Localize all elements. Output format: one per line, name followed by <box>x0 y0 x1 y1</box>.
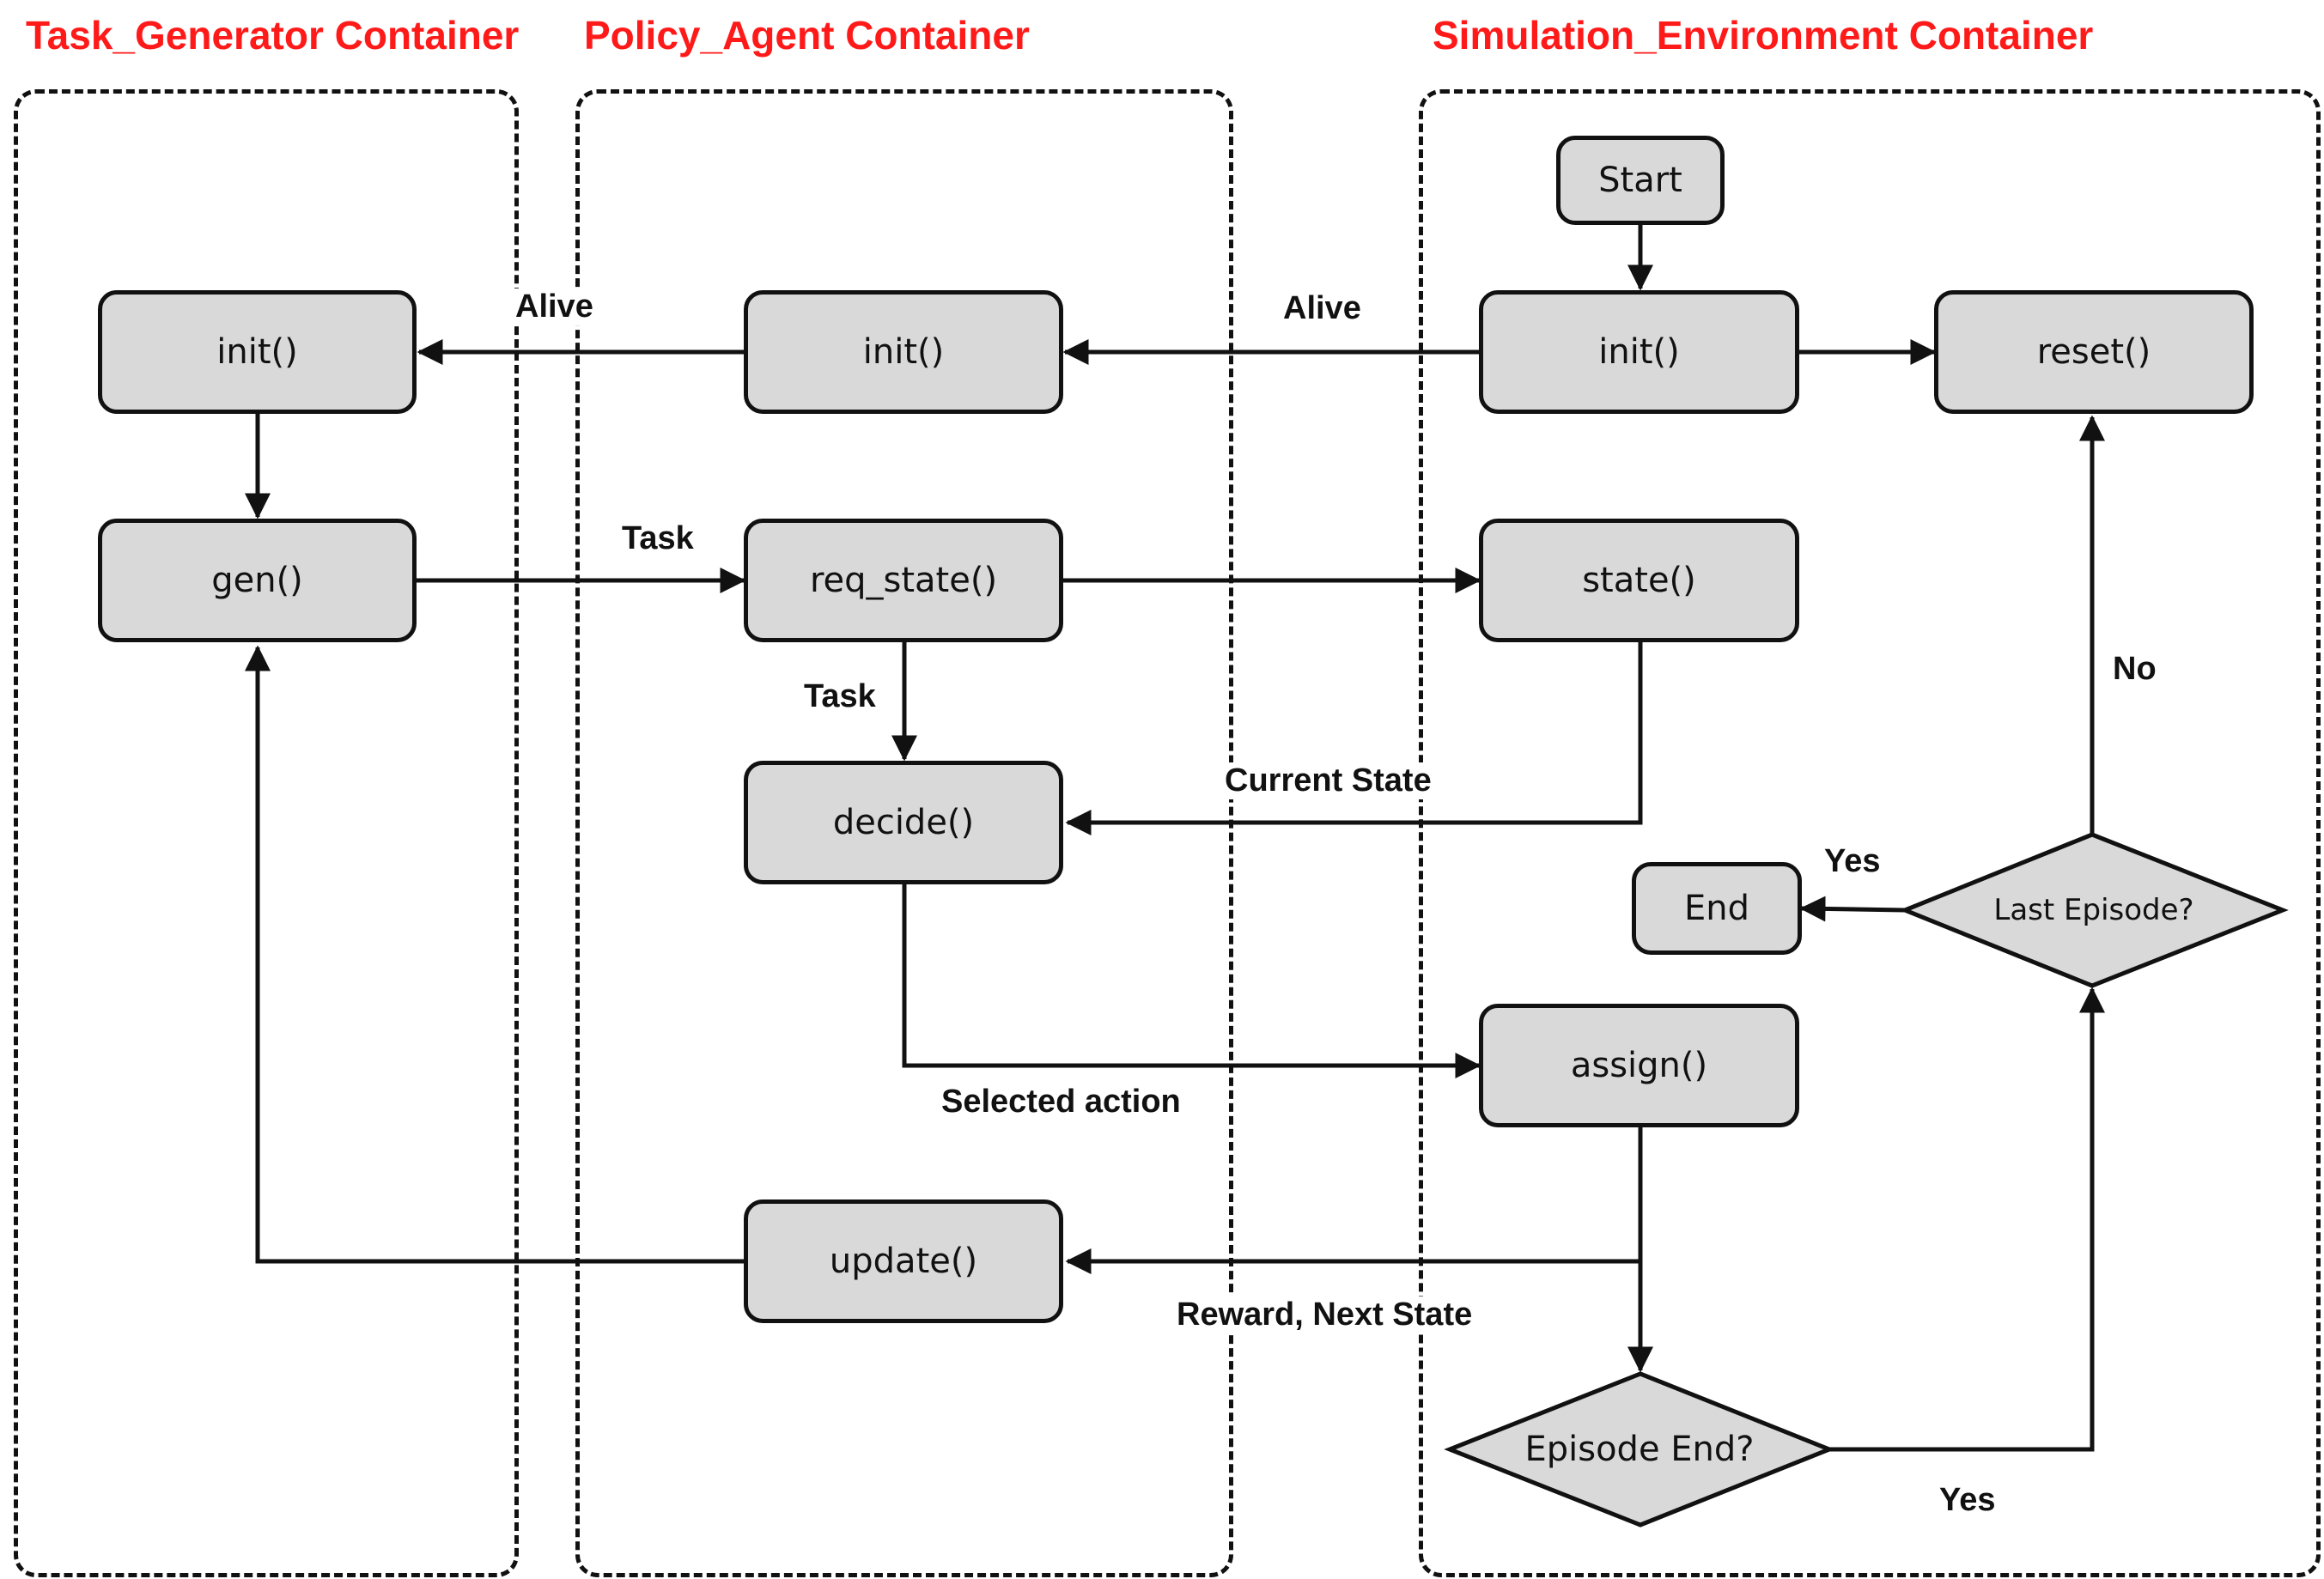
se-reset-node: reset() <box>1934 290 2254 414</box>
se-start-node: Start <box>1556 136 1725 225</box>
last-episode-diamond <box>1899 832 2289 988</box>
se-init-node: init() <box>1479 290 1799 414</box>
pa-init-node: init() <box>744 290 1063 414</box>
policy-agent-container <box>575 89 1233 1577</box>
pa-req-state-node: req_state() <box>744 519 1063 642</box>
edge-label-yes-2: Yes <box>1936 1482 1999 1519</box>
edge-label-alive-2: Alive <box>1280 290 1365 327</box>
edge-decide-to-assign <box>902 884 1481 1078</box>
pa-decide-node: decide() <box>744 761 1063 884</box>
edge-label-selected-action: Selected action <box>938 1084 1184 1120</box>
edge-label-alive-1: Alive <box>512 288 597 325</box>
last-episode-label: Last Episode? <box>1993 893 2194 927</box>
edge-last-episode-to-end <box>1799 896 1906 922</box>
task-generator-title: Task_Generator Container <box>26 13 520 58</box>
tg-gen-node: gen() <box>98 519 417 642</box>
edge-episode-end-to-last-episode <box>1829 987 2105 1452</box>
edge-assign-to-update <box>1065 1127 1643 1274</box>
edge-state-to-decide <box>1065 642 1643 835</box>
edge-label-no: No <box>2109 651 2160 688</box>
task-generator-container <box>14 89 519 1577</box>
episode-end-diamond <box>1444 1371 1835 1527</box>
tg-init-node: init() <box>98 290 417 414</box>
se-end-node: End <box>1632 862 1802 955</box>
edge-label-task-2: Task <box>800 678 879 715</box>
se-state-node: state() <box>1479 519 1799 642</box>
edge-label-current-state: Current State <box>1221 762 1435 799</box>
pa-update-node: update() <box>744 1199 1063 1323</box>
episode-end-label: Episode End? <box>1524 1430 1755 1469</box>
simulation-environment-title: Simulation_Environment Container <box>1433 13 2094 58</box>
policy-agent-title: Policy_Agent Container <box>584 13 1030 58</box>
edge-label-yes-1: Yes <box>1821 843 1884 880</box>
edge-label-reward-next-state: Reward, Next State <box>1173 1297 1476 1333</box>
edge-update-to-gen <box>245 645 745 1264</box>
simulation-environment-container <box>1419 89 2321 1577</box>
edge-label-task-1: Task <box>618 520 697 557</box>
se-assign-node: assign() <box>1479 1004 1799 1127</box>
